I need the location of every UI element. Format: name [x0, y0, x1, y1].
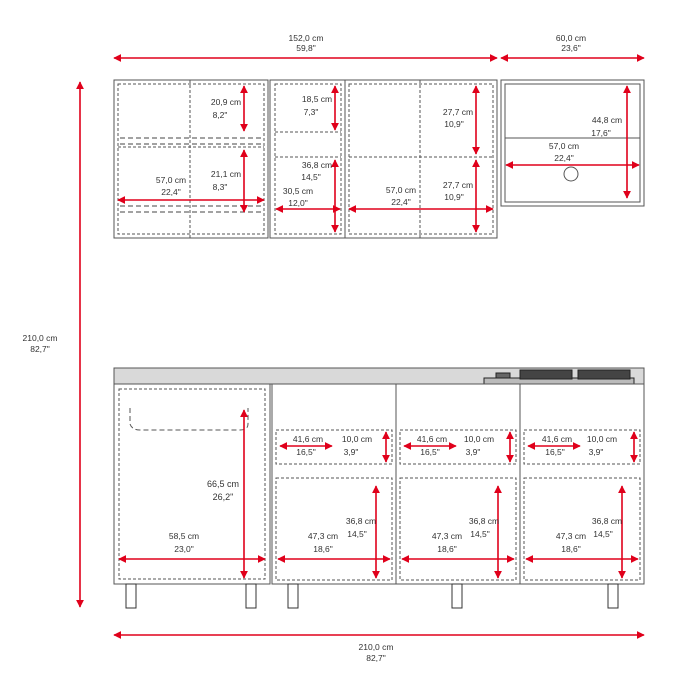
m2-drawer-height-in: 3,9" — [466, 447, 481, 457]
lower-module-2-drawer — [399, 429, 517, 465]
m1-drawer-width-cm: 41,6 cm — [293, 434, 323, 444]
upper-shelf-width-in: 23,6" — [561, 43, 581, 53]
total-width-in: 82,7" — [366, 653, 386, 663]
right-bottom-height-cm: 27,7 cm — [443, 180, 473, 190]
m3-drawer-height-cm: 10,0 cm — [587, 434, 617, 444]
sink-bowl-outline — [129, 408, 249, 431]
right-inner-width-in: 22,4" — [391, 197, 411, 207]
narrow-top-height-in: 7,3" — [304, 107, 319, 117]
lower-module-1-door — [275, 477, 393, 581]
total-width-cm: 210,0 cm — [359, 642, 394, 652]
right-top-height-cm: 27,7 cm — [443, 107, 473, 117]
upper-cabinet-dimensions: 20,9 cm 8,2" 21,1 cm 8,3" 57,0 cm 22,4" … — [117, 85, 640, 233]
left-top-shelf-height-in: 8,2" — [213, 110, 228, 120]
upper-total-width-cm: 152,0 cm — [289, 33, 324, 43]
lower-sink-cabinet — [113, 383, 271, 585]
lower-module-2 — [395, 383, 521, 585]
upper-left-dish-rack-top — [120, 137, 262, 145]
upper-left-inner — [117, 83, 265, 235]
lower-module-2-door — [399, 477, 517, 581]
m2-door-height-cm: 36,8 cm — [469, 516, 499, 526]
m2-door-height-in: 14,5" — [470, 529, 490, 539]
upper-right-cabinet — [344, 79, 498, 239]
m3-door-width-in: 18,6" — [561, 544, 581, 554]
m2-door-width-in: 18,6" — [437, 544, 457, 554]
m3-door-width-cm: 47,3 cm — [556, 531, 586, 541]
upper-total-width-in: 59,8" — [296, 43, 316, 53]
lower-module-3-door — [523, 477, 641, 581]
upper-shelf-width-cm: 60,0 cm — [556, 33, 586, 43]
m1-door-width-in: 18,6" — [313, 544, 333, 554]
m2-drawer-width-cm: 41,6 cm — [417, 434, 447, 444]
upper-open-shelf — [500, 79, 645, 207]
stove-burners-icon — [483, 369, 635, 385]
left-inner-width-cm: 57,0 cm — [156, 175, 186, 185]
left-inner-width-in: 22,4" — [161, 187, 181, 197]
m2-drawer-height-cm: 10,0 cm — [464, 434, 494, 444]
open-shelf-height-in: 17,6" — [591, 128, 611, 138]
m3-drawer-width-cm: 41,6 cm — [542, 434, 572, 444]
narrow-bottom-height-cm: 36,8 cm — [302, 160, 332, 170]
m1-drawer-height-cm: 10,0 cm — [342, 434, 372, 444]
open-shelf-width-in: 22,4" — [554, 153, 574, 163]
overall-dimensions: 152,0 cm 59,8" 60,0 cm 23,6" 210,0 cm 82… — [23, 33, 645, 663]
sink-cabinet-height-in: 26,2" — [213, 492, 234, 502]
m2-door-width-cm: 47,3 cm — [432, 531, 462, 541]
sink-cabinet-width-cm: 58,5 cm — [169, 531, 199, 541]
upper-right-inner — [348, 83, 494, 235]
m3-door-height-in: 14,5" — [593, 529, 613, 539]
narrow-width-cm: 30,5 cm — [283, 186, 313, 196]
m3-drawer-width-in: 16,5" — [545, 447, 565, 457]
lower-cabinets — [113, 367, 645, 609]
upper-left-dish-rack-bottom — [120, 205, 262, 213]
narrow-width-in: 12,0" — [288, 198, 308, 208]
left-top-shelf-height-cm: 20,9 cm — [211, 97, 241, 107]
upper-narrow-inner — [274, 83, 342, 235]
left-bottom-shelf-height-cm: 21,1 cm — [211, 169, 241, 179]
m3-drawer-height-in: 3,9" — [589, 447, 604, 457]
left-bottom-shelf-height-in: 8,3" — [213, 182, 228, 192]
lower-module-1 — [271, 383, 397, 585]
narrow-bottom-height-in: 14,5" — [301, 172, 321, 182]
upper-open-shelf-cable-hole — [563, 166, 579, 182]
total-height-cm: 210,0 cm — [23, 333, 58, 343]
lower-module-3-drawer — [523, 429, 641, 465]
narrow-top-height-cm: 18,5 cm — [302, 94, 332, 104]
m1-drawer-width-in: 16,5" — [296, 447, 316, 457]
right-bottom-height-in: 10,9" — [444, 192, 464, 202]
lower-cabinet-dimensions: 66,5 cm 26,2" 58,5 cm 23,0" 41,6 cm 16,5… — [118, 409, 639, 579]
m1-door-height-cm: 36,8 cm — [346, 516, 376, 526]
cabinet-legs — [125, 583, 619, 609]
right-inner-width-cm: 57,0 cm — [386, 185, 416, 195]
lower-module-3 — [519, 383, 645, 585]
m1-door-height-in: 14,5" — [347, 529, 367, 539]
total-height-in: 82,7" — [30, 344, 50, 354]
upper-left-cabinet — [113, 79, 269, 239]
sink-cabinet-height-cm: 66,5 cm — [207, 479, 239, 489]
m2-drawer-width-in: 16,5" — [420, 447, 440, 457]
right-top-height-in: 10,9" — [444, 119, 464, 129]
sink-cabinet-width-in: 23,0" — [174, 544, 194, 554]
m1-drawer-height-in: 3,9" — [344, 447, 359, 457]
upper-open-shelf-inner — [504, 83, 641, 203]
m3-door-height-cm: 36,8 cm — [592, 516, 622, 526]
lower-module-1-drawer — [275, 429, 393, 465]
lower-sink-cabinet-inner — [118, 388, 266, 580]
open-shelf-height-cm: 44,8 cm — [592, 115, 622, 125]
open-shelf-width-cm: 57,0 cm — [549, 141, 579, 151]
m1-door-width-cm: 47,3 cm — [308, 531, 338, 541]
